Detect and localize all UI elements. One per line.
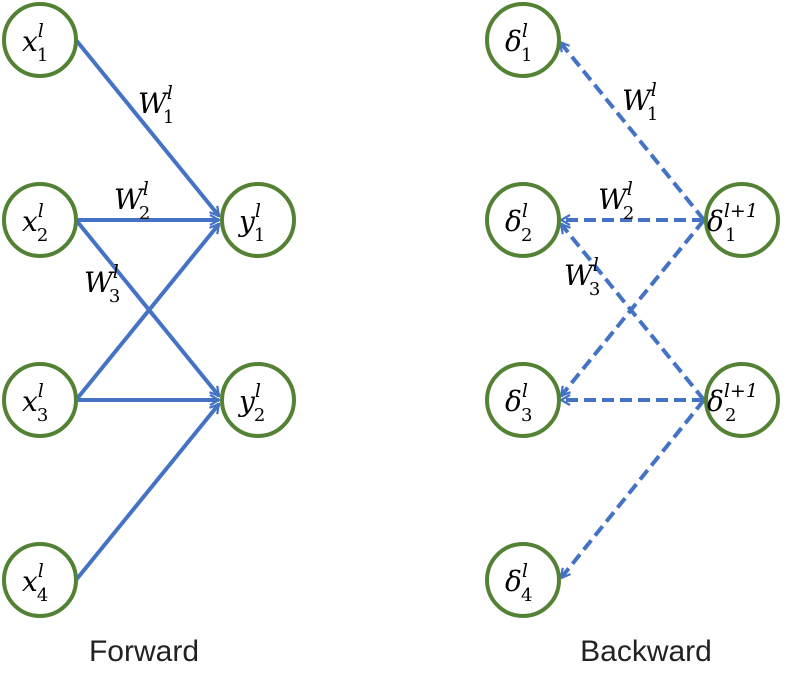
backward-edge-d2next-d2 bbox=[559, 224, 706, 402]
svg-text:δl+12: δl+12 bbox=[707, 380, 758, 426]
backward-edge-d1next-d1 bbox=[558, 42, 706, 222]
svg-text:xl3: xl3 bbox=[22, 380, 48, 426]
forward-edge-x1-y1 bbox=[74, 38, 221, 216]
svg-text:xl4: xl4 bbox=[22, 560, 48, 606]
svg-text:δl1: δl1 bbox=[505, 20, 532, 66]
svg-text:xl1: xl1 bbox=[22, 20, 48, 66]
svg-text:xl2: xl2 bbox=[22, 200, 48, 246]
forward-edge-x4-y2 bbox=[74, 404, 221, 582]
svg-text:yl2: yl2 bbox=[237, 380, 265, 426]
svg-text:yl1: yl1 bbox=[237, 200, 265, 246]
backward-edge-d2next-d4 bbox=[559, 398, 706, 578]
backward-edge-d1next-d3 bbox=[559, 218, 706, 396]
forward-edge-x2-y2 bbox=[74, 218, 221, 396]
svg-text:δl+11: δl+11 bbox=[707, 200, 758, 246]
svg-text:δl4: δl4 bbox=[505, 560, 532, 606]
forward-edge-x3-y1 bbox=[74, 224, 221, 402]
forward-section-label: Forward bbox=[89, 635, 199, 668]
svg-text:δl3: δl3 bbox=[505, 380, 532, 426]
backward-section-label: Backward bbox=[580, 635, 712, 668]
svg-text:δl2: δl2 bbox=[505, 200, 532, 246]
